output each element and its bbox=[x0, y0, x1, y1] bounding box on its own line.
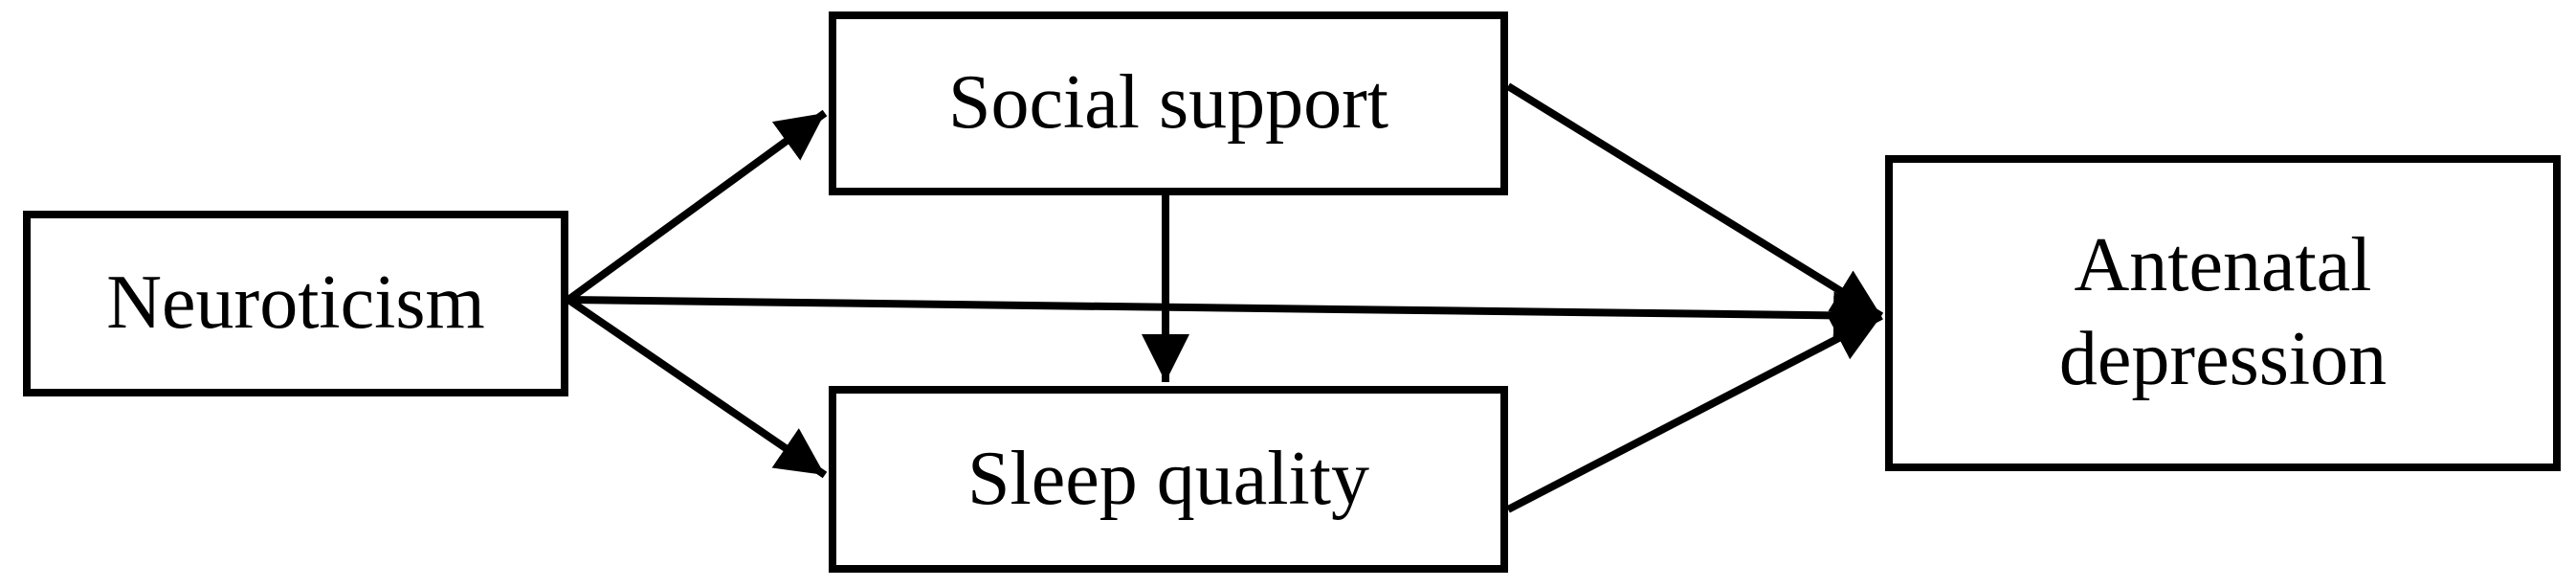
arrow-neuroticism-to-social-support bbox=[566, 109, 828, 304]
node-antenatal-depression: Antenatal depression bbox=[1885, 155, 2561, 471]
node-social-support-label: Social support bbox=[948, 60, 1388, 146]
node-antenatal-depression-label: Antenatal depression bbox=[2058, 223, 2387, 401]
arrow-neuroticism-to-sleep-quality bbox=[566, 296, 828, 479]
node-social-support: Social support bbox=[829, 11, 1508, 195]
node-sleep-quality: Sleep quality bbox=[829, 386, 1508, 573]
arrow-sleep-quality-to-antenatal-depression bbox=[1506, 312, 1883, 513]
node-neuroticism: Neuroticism bbox=[23, 211, 568, 396]
arrow-social-support-to-antenatal-depression bbox=[1505, 82, 1884, 320]
node-sleep-quality-label: Sleep quality bbox=[967, 436, 1369, 521]
node-neuroticism-label: Neuroticism bbox=[106, 260, 485, 346]
arrow-neuroticism-to-antenatal-depression bbox=[567, 291, 1882, 340]
